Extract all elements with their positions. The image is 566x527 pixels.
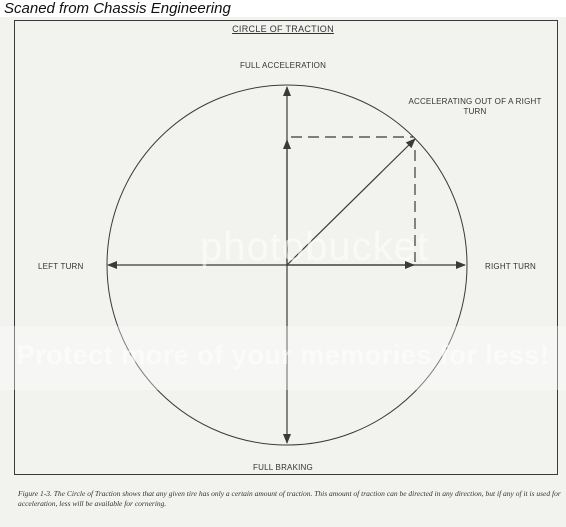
label-full-braking: FULL BRAKING (253, 463, 313, 472)
scan-caption: Scaned from Chassis Engineering (4, 0, 231, 17)
diagram-title-text: CIRCLE OF TRACTION (232, 24, 334, 34)
label-accelerating-out-of-right-turn: ACCELERATING OUT OF A RIGHT TURN (408, 97, 542, 116)
combined-vector-arrow (286, 138, 416, 266)
diagram-frame (14, 20, 558, 475)
label-full-acceleration: FULL ACCELERATION (239, 61, 327, 70)
figure-caption: Figure 1-3. The Circle of Traction shows… (18, 489, 561, 508)
diagram-title: CIRCLE OF TRACTION (0, 24, 566, 34)
label-left-turn: LEFT TURN (38, 262, 84, 271)
label-right-turn: RIGHT TURN (485, 262, 537, 271)
